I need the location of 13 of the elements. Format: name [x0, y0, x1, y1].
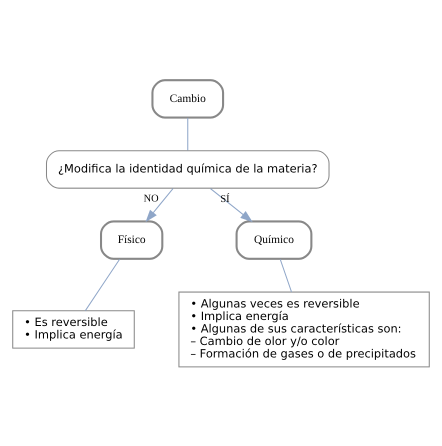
node-box: • Algunas veces es reversible • Implica energía • Algunas de sus características son: – Cambio de olor y/o color – Formación de gases o de precipitados [178, 291, 430, 367]
node-box: • Es reversible • Implica energía [12, 310, 135, 348]
node-box: Cambio [151, 78, 224, 118]
connector [187, 117, 188, 150]
connector [84, 258, 120, 310]
node-box: Físico [100, 220, 164, 260]
edge-label: SÍ [220, 193, 230, 204]
edge-label: NO [144, 192, 159, 204]
connector [280, 258, 292, 292]
node-box: ¿Modifica la identidad química de la materia? [46, 150, 330, 188]
arrow [146, 188, 174, 222]
arrow [210, 188, 253, 222]
node-box: Químico [236, 220, 312, 260]
